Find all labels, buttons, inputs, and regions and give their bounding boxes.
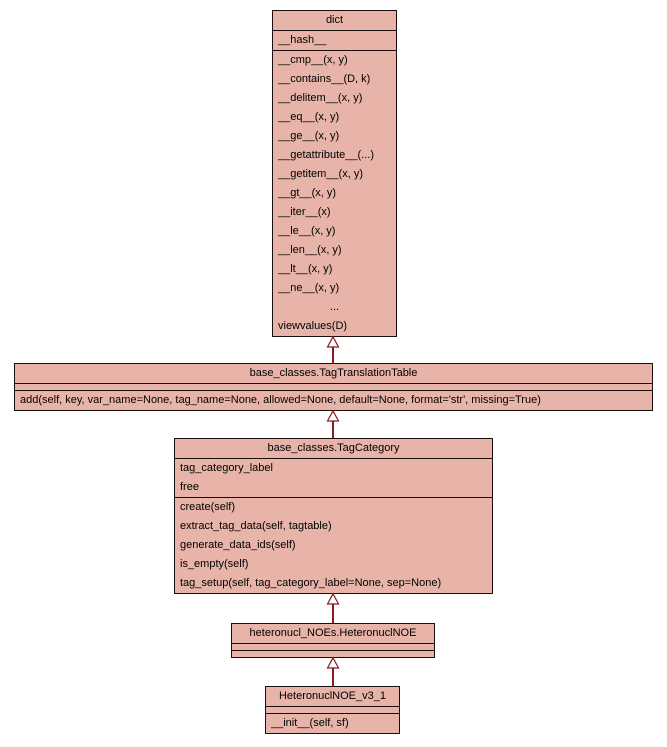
class-box-dict: dict __hash__ __cmp__(x, y) __contains__(… (272, 10, 397, 337)
class-box-tagtranslationtable: base_classes.TagTranslationTable add(sel… (14, 363, 653, 411)
inheritance-arrow-tagcategory-to-tagtranslationtable (326, 409, 340, 439)
method-row: __ge__(x, y) (278, 130, 340, 142)
class-title-tagtranslationtable[interactable]: base_classes.TagTranslationTable (249, 367, 418, 379)
class-title-tagcategory[interactable]: base_classes.TagCategory (267, 442, 400, 454)
method-row: __contains__(D, k) (278, 73, 371, 85)
methods-compartment-tagcategory: create(self) extract_tag_data(self, tagta… (175, 497, 492, 593)
method-row: create(self) (180, 501, 236, 513)
method-row: __le__(x, y) (278, 225, 336, 237)
attribute-row: __hash__ (278, 34, 327, 46)
method-row: __cmp__(x, y) (278, 54, 348, 66)
method-row: __delitem__(x, y) (278, 92, 363, 104)
methods-compartment-heteronuclnoe (232, 650, 434, 657)
method-row: __lt__(x, y) (278, 263, 333, 275)
class-box-heteronuclnoe: heteronucl_NOEs.HeteronuclNOE (231, 623, 435, 658)
methods-compartment-tagtranslationtable: add(self, key, var_name=None, tag_name=N… (15, 390, 652, 410)
inheritance-arrow-heteronuclnoev31-to-heteronuclnoe (326, 656, 340, 687)
method-row: __getitem__(x, y) (278, 168, 363, 180)
method-row: __gt__(x, y) (278, 187, 337, 199)
methods-compartment-dict: __cmp__(x, y) __contains__(D, k) __delitem… (273, 50, 396, 336)
class-title-heteronuclnoe[interactable]: heteronucl_NOEs.HeteronuclNOE (249, 627, 417, 639)
attributes-compartment-dict: __hash__ (273, 30, 396, 50)
methods-compartment-heteronuclnoev31: __init__(self, sf) (266, 713, 399, 733)
inheritance-arrow-heteronuclnoe-to-tagcategory (326, 592, 340, 624)
inheritance-arrow-tagtranslationtable-to-dict (326, 335, 340, 364)
method-row: __getattribute__(...) (278, 149, 375, 161)
attributes-compartment-heteronuclnoe (232, 643, 434, 650)
method-row: tag_setup(self, tag_category_label=None,… (180, 577, 442, 589)
class-title-dict[interactable]: dict (325, 14, 344, 26)
method-row: extract_tag_data(self, tagtable) (180, 520, 332, 532)
method-row: __eq__(x, y) (278, 111, 340, 123)
attributes-compartment-tagtranslationtable (15, 383, 652, 390)
method-row: is_empty(self) (180, 558, 249, 570)
method-row: ... (329, 301, 340, 313)
method-row: add(self, key, var_name=None, tag_name=N… (20, 394, 541, 406)
method-row: __ne__(x, y) (278, 282, 340, 294)
method-row: __len__(x, y) (278, 244, 342, 256)
method-row: __init__(self, sf) (271, 717, 349, 729)
attributes-compartment-heteronuclnoev31 (266, 706, 399, 713)
class-box-tagcategory: base_classes.TagCategory tag_category_la… (174, 438, 493, 594)
method-row: __iter__(x) (278, 206, 331, 218)
method-row: generate_data_ids(self) (180, 539, 296, 551)
attribute-row: tag_category_label (180, 462, 273, 474)
class-title-heteronuclnoev31[interactable]: HeteronuclNOE_v3_1 (278, 690, 386, 702)
method-row: viewvalues(D) (278, 320, 348, 332)
class-box-heteronuclnoev31: HeteronuclNOE_v3_1 __init__(self, sf) (265, 686, 400, 734)
attribute-row: free (180, 481, 199, 493)
